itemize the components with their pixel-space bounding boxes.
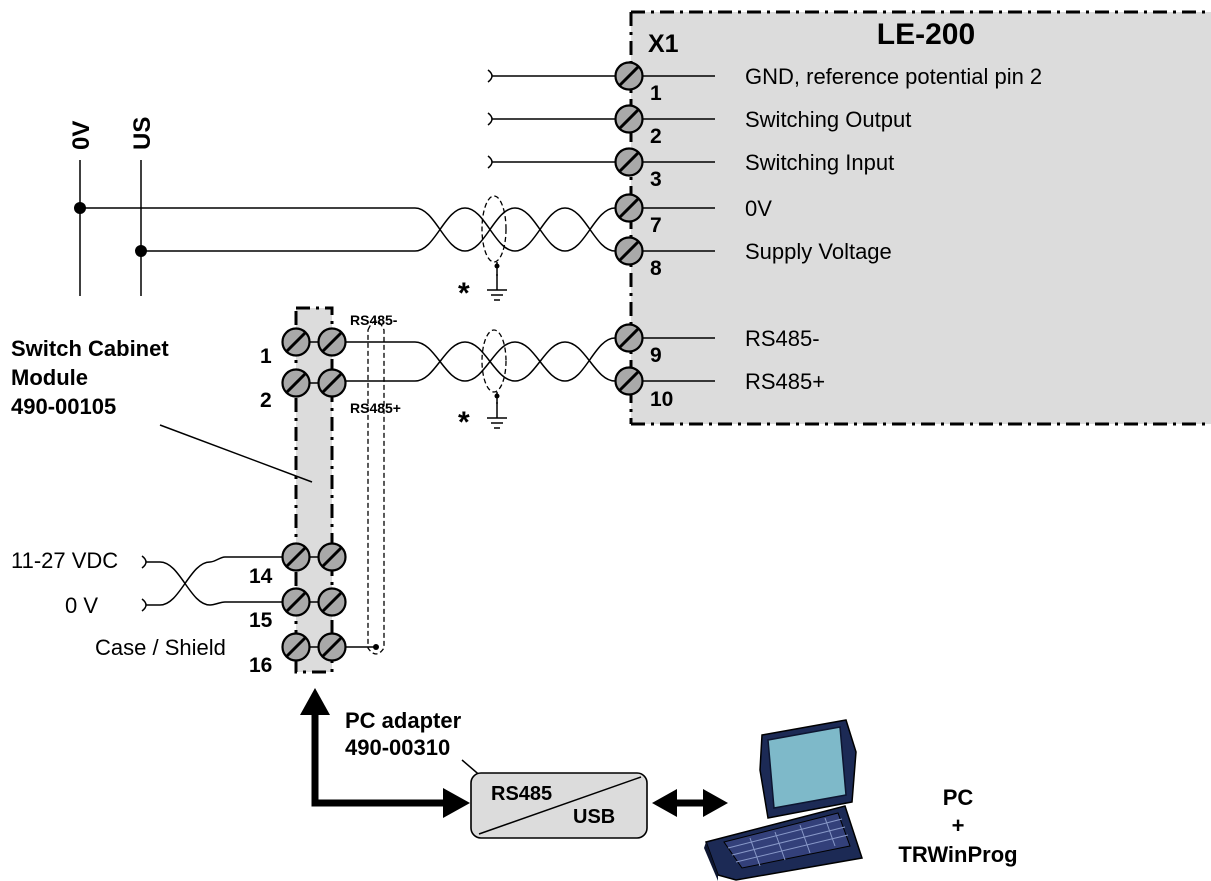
device-title: LE-200 (877, 18, 975, 51)
terminal-screw-icon (281, 542, 311, 572)
module-terminal-number: 2 (260, 389, 272, 412)
module-terminal-number: 15 (249, 609, 273, 632)
terminal-screw-icon (317, 368, 347, 398)
connection-arrows (300, 688, 728, 818)
bus-label-minus: RS485- (350, 312, 398, 328)
pin-number: 2 (650, 125, 662, 148)
pin-number: 8 (650, 257, 662, 280)
ground-icon (486, 401, 508, 429)
terminal-label: Switching Input (745, 150, 894, 175)
shield-marker: * (458, 277, 470, 310)
terminal-label: RS485+ (745, 369, 825, 394)
terminal-screw-icon (614, 147, 644, 177)
terminal-screw-icon (614, 323, 644, 353)
bus-label-plus: RS485+ (350, 400, 401, 416)
supply-twisted-pair: * (80, 195, 616, 310)
pin-number: 10 (650, 388, 673, 411)
power-label-0v: 0 V (65, 593, 98, 618)
open-wire-end-icon (141, 598, 147, 612)
terminal-screw-icon (317, 632, 347, 662)
adapter-side-a: RS485 (491, 783, 552, 805)
terminal-screw-icon (317, 542, 347, 572)
terminal-screw-icon (281, 327, 311, 357)
pin-number: 7 (650, 214, 662, 237)
terminal-label: GND, reference potential pin 2 (745, 64, 1042, 89)
adapter-side-b: USB (573, 806, 615, 828)
terminal-screw-icon (281, 587, 311, 617)
terminal-label: Supply Voltage (745, 239, 892, 264)
terminal-screw-icon (614, 104, 644, 134)
terminal-screw-icon (614, 61, 644, 91)
laptop-icon (704, 719, 863, 881)
terminal-label: 0V (745, 196, 772, 221)
rail-label-0v: 0V (68, 121, 95, 150)
rs485-twisted-pair: * (345, 329, 616, 439)
terminal-screw-icon (281, 632, 311, 662)
device-pin-numbers: 1 2 3 7 8 9 10 (650, 82, 673, 411)
module-terminal-number: 1 (260, 345, 272, 368)
case-shield-label: Case / Shield (95, 635, 226, 660)
le200-device-panel: LE-200 X1 (629, 10, 1211, 426)
pc-label: PC + TRWinProg (898, 785, 1017, 867)
terminal-screw-icon (317, 587, 347, 617)
pc-label-line1: PC (943, 785, 974, 810)
terminal-screw-icon (317, 327, 347, 357)
terminal-screw-icon (614, 366, 644, 396)
open-wire-ends (487, 69, 615, 169)
module-name-line2: Module (11, 365, 88, 390)
module-terminal-number: 14 (249, 565, 273, 588)
adapter-part-number: 490-00310 (345, 735, 450, 760)
terminal-label: RS485- (745, 326, 820, 351)
open-wire-end-icon (141, 555, 147, 569)
module-power-input: 11-27 VDC 0 V Case / Shield (11, 548, 282, 660)
module-name-line1: Switch Cabinet (11, 336, 169, 361)
ground-icon (486, 273, 508, 301)
power-label-vdc: 11-27 VDC (11, 548, 118, 573)
pc-label-line3: TRWinProg (898, 842, 1017, 867)
device-panel-fill (631, 12, 1211, 424)
pc-adapter: PC adapter 490-00310 RS485 USB (345, 708, 648, 839)
pin-number: 1 (650, 82, 662, 105)
terminal-label: Switching Output (745, 107, 911, 132)
terminal-screw-icon (614, 193, 644, 223)
module-part-number: 490-00105 (11, 394, 116, 419)
device-terminal-labels: GND, reference potential pin 2 Switching… (745, 64, 1042, 394)
shield-marker: * (458, 406, 470, 439)
rail-label-us: US (129, 117, 156, 150)
device-terminal-wires (643, 75, 715, 382)
pc-label-line2: + (952, 813, 965, 838)
adapter-name: PC adapter (345, 708, 462, 733)
switch-cabinet-module: Switch Cabinet Module 490-00105 1 2 14 1… (11, 306, 401, 677)
pin-number: 3 (650, 168, 662, 191)
supply-rails: 0V US (68, 117, 156, 296)
terminal-screw-icon (281, 368, 311, 398)
module-body (296, 308, 332, 672)
module-terminal-number: 16 (249, 654, 272, 677)
terminal-screw-icon (614, 236, 644, 266)
pin-number: 9 (650, 344, 662, 367)
connector-label: X1 (648, 30, 679, 58)
